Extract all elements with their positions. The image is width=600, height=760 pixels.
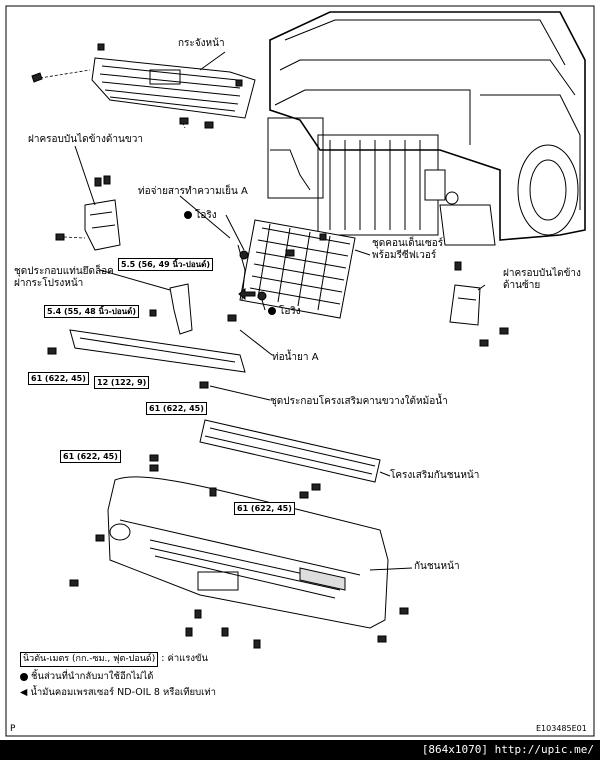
label-radiator-support: ชุดประกอบโครงเสริมคานขวางใต้หม้อน้ำ	[270, 396, 448, 407]
torque-box: 61 (622, 45)	[234, 502, 295, 515]
torque-box: 61 (622, 45)	[28, 372, 89, 385]
label-grille: กระจังหน้า	[178, 38, 225, 49]
nonreuse-dot-icon	[184, 211, 192, 219]
legend-oil-text: น้ำมันคอมเพรสเซอร์ ND-OIL 8 หรือเทียบเท่…	[30, 687, 216, 698]
legend-unit-suffix: : ค่าแรงขัน	[161, 653, 209, 664]
page-mark: P	[10, 724, 16, 734]
condenser-part	[227, 219, 371, 322]
label-oring-top-text: โอริง	[195, 210, 217, 221]
legend-unit-box: นิวตัน-เมตร (กก.-ซม., ฟุต-ปอนด์)	[20, 652, 159, 667]
bumper-reinforcement-part	[149, 419, 391, 499]
label-oring-top: โอริง	[184, 210, 217, 222]
front-bumper-part	[69, 476, 413, 649]
torque-box: 5.4 (55, 48 นิ้ว-ปอนด์)	[44, 305, 139, 318]
vehicle-front-illustration	[267, 11, 586, 246]
label-pipe-a: ท่อจ่ายสารทำความเย็น A	[138, 186, 248, 197]
torque-box: 61 (622, 45)	[60, 450, 121, 463]
legend-oil: ◀ น้ำมันคอมเพรสเซอร์ ND-OIL 8 หรือเทียบเ…	[20, 686, 216, 699]
label-oring-bottom: โอริง	[268, 306, 301, 318]
nonreuse-dot-icon	[20, 672, 28, 681]
radiator-support-part	[47, 329, 271, 401]
legend-nonreuse-text: ชิ้นส่วนที่นำกลับมาใช้อีกไม่ได้	[31, 671, 154, 682]
torque-box: 5.5 (56, 49 นิ้ว-ปอนด์)	[118, 258, 213, 271]
torque-box: 61 (622, 45)	[146, 402, 207, 415]
label-oring-bottom-text: โอริง	[279, 306, 301, 317]
right-fender-cover-part	[55, 175, 121, 251]
torque-box: 12 (122, 9)	[94, 376, 150, 389]
label-bumper-reinforcement: โครงเสริมกันชนหน้า	[390, 470, 480, 481]
label-hood-lock-bracket: ชุดประกอบแท่นยึดล็อค ฝากระโปรงหน้า	[14, 266, 114, 289]
left-fender-cover-part	[449, 261, 509, 347]
hood-lock-bracket-part	[99, 269, 193, 335]
oil-arrow-icon: ◀	[20, 687, 28, 698]
grille-part	[31, 43, 256, 129]
label-liquid-pipe-a: ท่อน้ำยา A	[272, 352, 319, 363]
page-frame	[5, 5, 595, 737]
banner-text: [864x1070] http://upic.me/	[421, 743, 594, 756]
legend-nonreuse: ชิ้นส่วนที่นำกลับมาใช้อีกไม่ได้	[20, 670, 153, 683]
diagram-sheet: กระจังหน้า ฝาครอบบันไดข้างด้านขวา ท่อจ่า…	[0, 0, 600, 740]
legend-torque-unit: นิวตัน-เมตร (กก.-ซม., ฟุต-ปอนด์) : ค่าแร…	[20, 652, 208, 667]
exploded-parts-diagram	[5, 5, 595, 737]
image-host-banner: [864x1070] http://upic.me/	[0, 740, 600, 760]
label-left-fender-cover: ฝาครอบบันไดข้าง ด้านซ้าย	[503, 268, 581, 291]
label-front-bumper: กันชนหน้า	[414, 561, 460, 572]
label-condenser: ชุดคอนเด็นเซอร์ พร้อมรีซีฟเวอร์	[372, 238, 444, 261]
nonreuse-dot-icon	[268, 307, 276, 315]
label-right-fender-cover: ฝาครอบบันไดข้างด้านขวา	[28, 134, 143, 145]
figure-code: E103485E01	[536, 724, 587, 733]
